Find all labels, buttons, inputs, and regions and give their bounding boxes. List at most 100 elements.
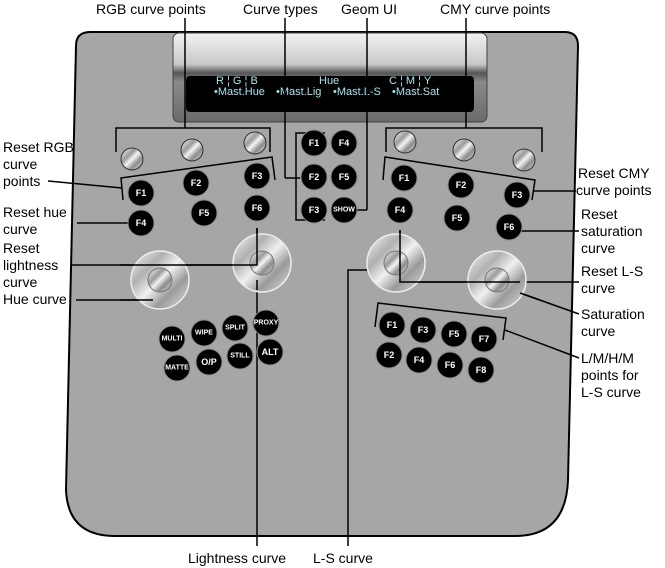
- bracket-lower-right: [374, 302, 507, 341]
- lower-left-button-still[interactable]: STILL: [226, 342, 254, 370]
- button-face[interactable]: [443, 204, 471, 232]
- button-label: F2: [309, 172, 320, 182]
- center-group-button-f3[interactable]: F3: [300, 196, 328, 224]
- button-face[interactable]: [405, 346, 433, 374]
- knob-r[interactable]: [120, 147, 144, 171]
- center-group-button-f2[interactable]: F2: [300, 163, 328, 191]
- center-group-button-f5[interactable]: F5: [330, 163, 358, 191]
- lcd-header-hue: Hue: [319, 75, 339, 87]
- lower-right-button-f4[interactable]: F4: [405, 346, 433, 374]
- button-face[interactable]: [436, 351, 464, 379]
- left-group-button-f2[interactable]: F2: [182, 169, 210, 197]
- label-geom-ui: Geom UI: [341, 1, 397, 17]
- button-face[interactable]: [190, 199, 218, 227]
- left-group-button-f3[interactable]: F3: [243, 162, 271, 190]
- button-face[interactable]: [243, 162, 271, 190]
- label-reset-hue-2: curve: [3, 221, 37, 237]
- right-group-button-f3[interactable]: F3: [503, 181, 531, 209]
- button-face[interactable]: [256, 338, 284, 366]
- label-lightness-curve: Lightness curve: [188, 550, 286, 566]
- button-label: PROXY: [254, 320, 279, 327]
- lower-left-button-op[interactable]: O/P: [195, 348, 223, 376]
- trackball-lightness[interactable]: [232, 233, 292, 293]
- knob-m[interactable]: [452, 138, 476, 162]
- left-group-button-f1[interactable]: F1: [127, 179, 155, 207]
- bracket-cmy-knobs: [385, 127, 543, 152]
- button-face[interactable]: [190, 319, 218, 347]
- lower-right-button-f3[interactable]: F3: [409, 316, 437, 344]
- button-face[interactable]: [386, 196, 414, 224]
- knob-c[interactable]: [393, 130, 417, 154]
- right-group-button-f5[interactable]: F5: [443, 204, 471, 232]
- button-face[interactable]: [440, 320, 468, 348]
- trackball-saturation[interactable]: [467, 250, 527, 310]
- button-face[interactable]: [375, 341, 403, 369]
- button-face[interactable]: [300, 129, 328, 157]
- lower-right-button-f8[interactable]: F8: [467, 356, 495, 384]
- button-label: F4: [339, 138, 350, 148]
- right-group-button-f2[interactable]: F2: [447, 171, 475, 199]
- button-face[interactable]: [330, 129, 358, 157]
- button-label: F2: [456, 180, 467, 190]
- button-face[interactable]: [409, 316, 437, 344]
- lower-left-button-matte[interactable]: MATTE: [163, 354, 191, 382]
- right-group-button-f4[interactable]: F4: [386, 196, 414, 224]
- lower-right-button-f6[interactable]: F6: [436, 351, 464, 379]
- button-face[interactable]: [470, 325, 498, 353]
- label-saturation-curve-2: curve: [581, 323, 615, 339]
- label-reset-ls-1: Reset L-S: [581, 263, 643, 279]
- button-face[interactable]: [447, 171, 475, 199]
- button-face[interactable]: [390, 164, 418, 192]
- button-face[interactable]: [195, 348, 223, 376]
- lower-left-button-alt[interactable]: ALT: [256, 338, 284, 366]
- center-group-button-f1[interactable]: F1: [300, 129, 328, 157]
- button-face[interactable]: [503, 181, 531, 209]
- button-face[interactable]: [252, 309, 280, 337]
- button-label: F5: [452, 213, 463, 223]
- button-face[interactable]: [127, 209, 155, 237]
- button-face[interactable]: [158, 325, 186, 353]
- button-face[interactable]: [127, 179, 155, 207]
- button-face[interactable]: [467, 356, 495, 384]
- button-face[interactable]: [182, 169, 210, 197]
- button-label: F4: [414, 355, 425, 365]
- knob-y[interactable]: [512, 148, 536, 172]
- bracket-cmy-reset: [382, 156, 536, 201]
- lower-left-button-wipe[interactable]: WIPE: [190, 319, 218, 347]
- button-face[interactable]: [330, 196, 358, 224]
- lower-right-button-f2[interactable]: F2: [375, 341, 403, 369]
- lower-right-button-f7[interactable]: F7: [470, 325, 498, 353]
- button-face[interactable]: [243, 194, 271, 222]
- button-face[interactable]: [378, 311, 406, 339]
- left-group-button-f6[interactable]: F6: [243, 194, 271, 222]
- lower-left-button-multi[interactable]: MULTI: [158, 325, 186, 353]
- button-label: STILL: [230, 353, 250, 360]
- trackball-ls[interactable]: [366, 233, 426, 293]
- button-label: F1: [136, 188, 147, 198]
- knob-b[interactable]: [243, 131, 267, 155]
- lower-left-button-split[interactable]: SPLIT: [221, 314, 249, 342]
- left-group-button-f5[interactable]: F5: [190, 199, 218, 227]
- button-face[interactable]: [163, 354, 191, 382]
- button-face[interactable]: [495, 213, 523, 241]
- bracket-rgb-reset: [120, 156, 276, 201]
- button-label: MATTE: [165, 365, 189, 372]
- button-face[interactable]: [300, 163, 328, 191]
- label-reset-cmy-2: curve points: [576, 182, 651, 198]
- lower-right-button-f1[interactable]: F1: [378, 311, 406, 339]
- center-group-button-show[interactable]: SHOW: [330, 196, 358, 224]
- button-face[interactable]: [226, 342, 254, 370]
- button-label: F6: [252, 203, 263, 213]
- knobs-cmy: [393, 130, 536, 172]
- button-face[interactable]: [221, 314, 249, 342]
- lcd-header-cmy: C ¦ M ¦ Y: [389, 75, 432, 87]
- right-group-button-f1[interactable]: F1: [390, 164, 418, 192]
- lower-left-button-proxy[interactable]: PROXY: [252, 309, 280, 337]
- button-face[interactable]: [330, 163, 358, 191]
- lower-right-button-f5[interactable]: F5: [440, 320, 468, 348]
- knob-g[interactable]: [180, 138, 204, 162]
- right-group-button-f6[interactable]: F6: [495, 213, 523, 241]
- center-group-button-f4[interactable]: F4: [330, 129, 358, 157]
- button-face[interactable]: [300, 196, 328, 224]
- left-group-button-f4[interactable]: F4: [127, 209, 155, 237]
